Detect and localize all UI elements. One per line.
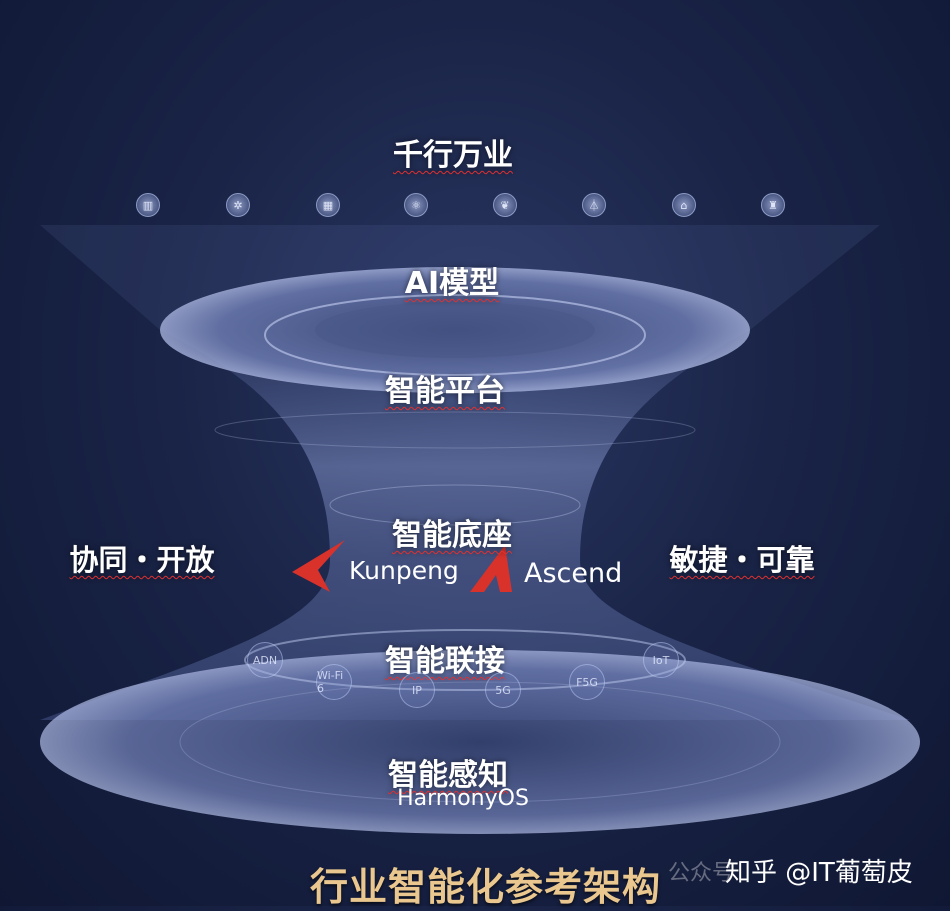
plant-icon: ♜ — [761, 193, 785, 217]
network-ring — [244, 629, 686, 691]
watermark-faint: 公众号 — [668, 861, 735, 886]
building-icon: ▦ — [316, 193, 340, 217]
gear-icon: ✲ — [226, 193, 250, 217]
side-label-right: 敏捷・可靠 — [669, 543, 815, 577]
leaf-icon: ❦ — [493, 193, 517, 217]
layer-connectivity: 智能联接 — [385, 644, 505, 679]
watermark: 知乎 @IT葡萄皮 — [725, 858, 913, 888]
harmonyos-logo: HarmonyOS — [397, 786, 529, 811]
network-node-ip: IP — [399, 672, 435, 708]
network-node-f5g: F5G — [569, 664, 605, 700]
layer-ai-model: AI模型 — [404, 266, 500, 301]
ascend-logo: Ascend — [524, 558, 623, 589]
layer-industries: 千行万业 — [393, 138, 513, 173]
network-node-5g: 5G — [485, 672, 521, 708]
layer-perception: 智能感知 — [388, 758, 508, 793]
kunpeng-mark — [292, 540, 345, 592]
atom-icon: ⚛ — [404, 193, 428, 217]
network-node-iot: IoT — [643, 642, 679, 678]
bank-icon: ⌂ — [672, 193, 696, 217]
side-label-left: 协同・开放 — [69, 543, 215, 577]
funnel-body — [40, 330, 910, 720]
network-node-adn: ADN — [247, 642, 283, 678]
bottom-title: 行业智能化参考架构 — [310, 865, 662, 909]
layer-platform: 智能平台 — [385, 374, 505, 409]
factory-icon: ▥ — [136, 193, 160, 217]
kunpeng-logo: Kunpeng — [349, 556, 459, 585]
ascend-mark — [470, 545, 512, 592]
network-node-wifi6: Wi-Fi 6 — [316, 664, 352, 700]
bottom-disc — [40, 650, 920, 834]
tower-icon: ⏃ — [582, 193, 606, 217]
layer-foundation: 智能底座 — [392, 518, 512, 553]
